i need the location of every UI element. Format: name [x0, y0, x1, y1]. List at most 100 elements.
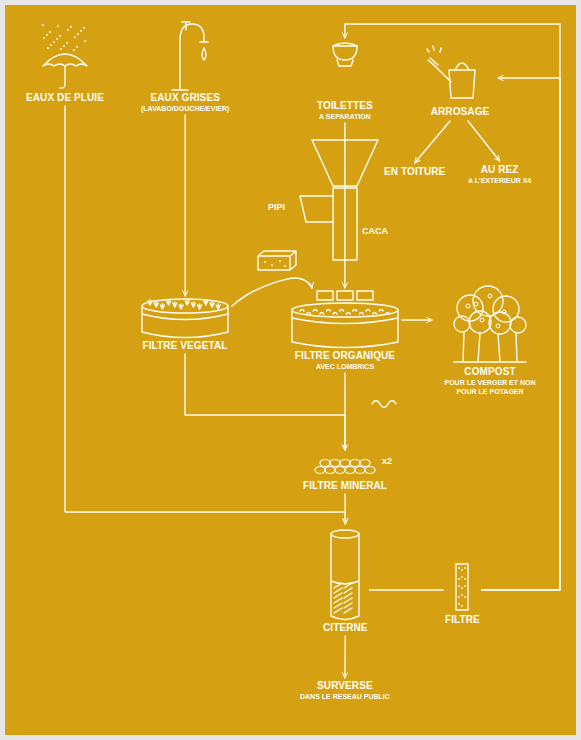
dot [459, 585, 461, 587]
tree-foliage [510, 317, 526, 333]
fruit [480, 318, 484, 322]
dot [47, 47, 49, 49]
faeces-label: CACA [362, 226, 388, 237]
node-subtitle: POUR LE VERGER ET NON POUR LE POTAGER [434, 378, 546, 396]
ground-watering: AU REZA L'EXTERIEUR X4 [468, 164, 531, 185]
water-hatch [334, 598, 352, 603]
dot [67, 29, 69, 31]
dot [66, 42, 68, 44]
organic-matter [353, 310, 357, 312]
pebble [320, 460, 330, 467]
node-title: ARROSAGE [431, 106, 490, 118]
node-title: EN TOITURE [384, 166, 445, 178]
flow-connector [344, 494, 346, 524]
dot [462, 605, 464, 607]
overflow-outlet: SURVERSEDANS LE RESEAU PUBLIC [300, 680, 390, 701]
mineral-filter: FILTRE MINERAL [303, 452, 387, 492]
pebble [335, 467, 345, 474]
node-title: EAUX GRISES [150, 92, 219, 104]
tree-foliage [469, 311, 491, 333]
node-title: AU REZ [481, 164, 519, 176]
node-subtitle: AVEC LOMBRICS [316, 362, 374, 371]
organic-matter [379, 310, 383, 312]
node-title: FILTRE [445, 614, 480, 626]
organic-matter [386, 313, 390, 315]
node-subtitle: (LAVABO/DOUCHE/EVIER) [141, 104, 229, 113]
node-title: FILTRE ORGANIQUE [295, 350, 395, 362]
dot [46, 34, 48, 36]
separating-toilet: TOILETTESA SEPARATION [317, 40, 373, 121]
umbrella-handle [60, 66, 65, 88]
plant-sprig [154, 302, 158, 307]
sawdust-block [258, 251, 296, 270]
organic-matter [326, 310, 330, 312]
plant-sprig [210, 302, 214, 307]
dot [50, 44, 52, 46]
filter-rim [142, 299, 228, 313]
earthworm [372, 401, 396, 408]
dot [57, 25, 59, 27]
node-title: TOILETTES [317, 100, 373, 112]
urine-branch [300, 196, 333, 222]
pebble [340, 460, 350, 467]
tree-foliage [489, 312, 511, 334]
dot [465, 567, 467, 569]
icon [140, 298, 230, 340]
pebble [365, 467, 375, 474]
fruit [474, 302, 478, 306]
tree-trunks [454, 332, 526, 362]
flow-connector [402, 319, 432, 320]
watering-use: ARROSAGE [425, 42, 495, 118]
pebble [360, 460, 370, 467]
roof-watering: EN TOITURE [384, 166, 445, 178]
output-filter: FILTRE [445, 560, 480, 626]
plant-sprig [148, 300, 152, 305]
plant-sprig [198, 304, 202, 309]
water-hatch [334, 603, 352, 608]
flow-connector [344, 636, 346, 678]
dot [49, 31, 51, 33]
organic-matter [366, 310, 370, 312]
toilet-bowl [333, 46, 357, 60]
dot [60, 48, 62, 50]
fruit [466, 304, 470, 308]
plant-filter: FILTRE VEGETAL [140, 298, 230, 352]
icon [440, 282, 540, 366]
dot [459, 567, 461, 569]
cistern-tank: CITERNE [323, 526, 368, 634]
water-hatch [334, 608, 352, 613]
icon [290, 290, 400, 350]
dot [459, 603, 461, 605]
dot [465, 578, 467, 580]
dot [465, 596, 467, 598]
filter-body [292, 310, 398, 348]
icon [160, 18, 210, 92]
pebble [345, 467, 355, 474]
dot [43, 37, 45, 39]
dot [74, 36, 76, 38]
node-title: CITERNE [323, 622, 368, 634]
icon [35, 22, 95, 92]
dot [80, 30, 82, 32]
flow-connector [344, 373, 345, 450]
fruit [496, 324, 500, 328]
plant-sprig [160, 304, 164, 309]
water-hatch [334, 583, 352, 588]
umbrella-canopy [43, 54, 87, 66]
fruit [488, 294, 492, 298]
dot [53, 41, 55, 43]
organic-matter [359, 313, 363, 315]
tank-body [331, 534, 359, 620]
can-spout [428, 58, 451, 82]
dot [465, 585, 467, 587]
filter-body [142, 306, 228, 338]
toilet-base [333, 43, 357, 66]
icon [325, 40, 365, 100]
dot [459, 596, 461, 598]
flow-connector [345, 24, 560, 590]
pebble [325, 467, 335, 474]
dot [56, 38, 58, 40]
pebble [350, 460, 360, 467]
greywater-source: EAUX GRISES(LAVABO/DOUCHE/EVIER) [141, 18, 229, 113]
icon [325, 526, 365, 622]
